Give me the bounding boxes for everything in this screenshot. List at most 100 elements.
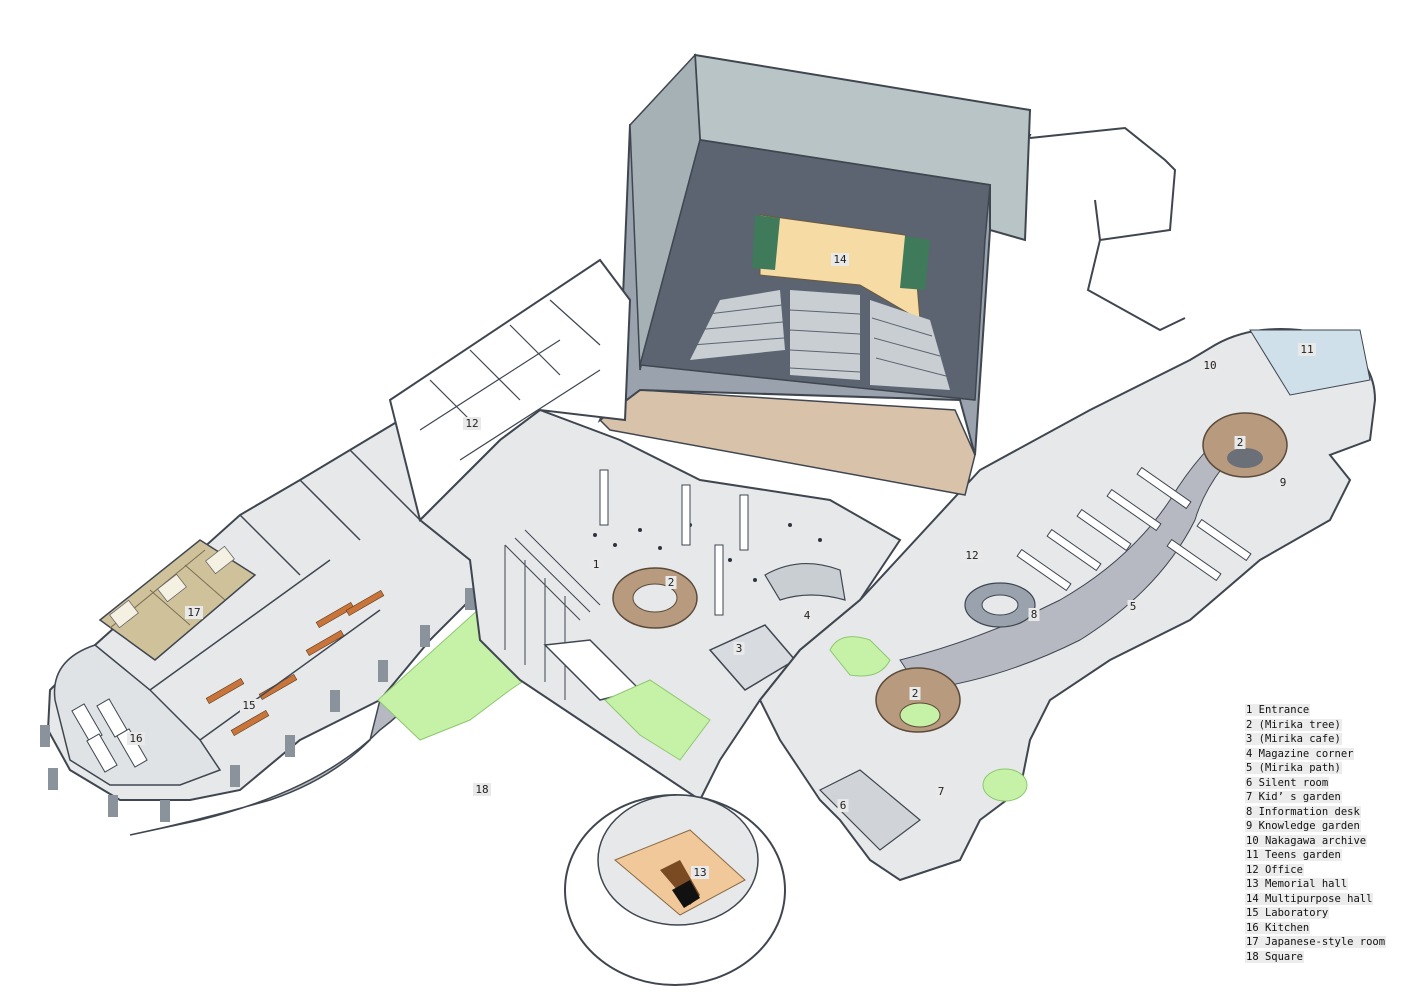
marker-bg (1298, 343, 1316, 356)
marker-14: 14 (831, 253, 849, 266)
marker-bg (463, 417, 481, 430)
marker-label: 15 (242, 699, 255, 712)
marker-bg (733, 642, 745, 655)
legend-item: 7 Kid’ s garden (1245, 790, 1386, 805)
marker-label: 11 (1300, 343, 1313, 356)
marker-label: 2 (912, 687, 919, 700)
legend-item: 3 (Mirika cafe) (1245, 732, 1386, 747)
legend-item-label: 12 Office (1245, 863, 1304, 876)
marker-1: 1 (590, 558, 602, 571)
legend-item-label: 9 Knowledge garden (1245, 820, 1361, 832)
legend-item-label: 7 Kid’ s garden (1245, 791, 1342, 803)
marker-18: 18 (473, 783, 491, 796)
marker-label: 4 (804, 609, 811, 622)
marker-16: 16 (127, 732, 145, 745)
legend: 1 Entrance 2 (Mirika tree) 3 (Mirika cafe)… (1245, 703, 1387, 965)
marker-4: 4 (801, 609, 813, 622)
marker-bg (240, 699, 258, 712)
legend-item: 4 Magazine corner (1245, 747, 1386, 762)
legend-item-label: 14 Multipurpose hall (1245, 892, 1374, 905)
marker-bg (691, 866, 709, 879)
marker-label: 2 (1237, 436, 1244, 449)
marker-2b: 2 (909, 687, 921, 700)
marker-6: 6 (837, 799, 849, 812)
marker-label: 9 (1280, 476, 1287, 489)
legend-item: 17 Japanese-style room (1245, 935, 1387, 950)
marker-5: 5 (1127, 600, 1139, 613)
multipurpose-hall (597, 53, 1032, 496)
legend-item: 12 Office (1245, 863, 1386, 878)
legend-item: 2 (Mirika tree) (1245, 718, 1386, 733)
marker-label: 7 (938, 785, 945, 798)
marker-bg (909, 687, 921, 700)
marker-bg (1127, 600, 1139, 613)
legend-item-label: 4 Magazine corner (1245, 747, 1355, 760)
marker-label: 17 (187, 606, 200, 619)
marker-label: 3 (736, 642, 743, 655)
legend-item: 9 Knowledge garden (1245, 819, 1386, 834)
legend-item-label: 1 Entrance (1245, 704, 1311, 716)
legend-item-label: 10 Nakagawa archive (1245, 834, 1368, 847)
central-lobby (418, 408, 902, 802)
marker-label: 8 (1031, 608, 1038, 621)
marker-label: 12 (965, 549, 978, 562)
marker-label: 18 (475, 783, 488, 796)
marker-bg (127, 732, 145, 745)
marker-label: 16 (129, 732, 142, 745)
marker-label: 12 (465, 417, 478, 430)
marker-7: 7 (935, 785, 947, 798)
marker-bg (1028, 608, 1040, 621)
marker-bg (590, 558, 602, 571)
marker-bg (185, 606, 203, 619)
marker-label: 10 (1203, 359, 1216, 372)
legend-item-label: 13 Memorial hall (1245, 878, 1349, 890)
marker-8: 8 (1028, 608, 1040, 621)
legend-item: 1 Entrance (1245, 703, 1386, 718)
marker-2a: 2 (665, 576, 677, 589)
marker-13: 13 (691, 866, 709, 879)
marker-12b: 12 (963, 549, 981, 562)
legend-item: 5 (Mirika path) (1245, 761, 1386, 776)
marker-label: 13 (693, 866, 706, 879)
legend-item: 15 Laboratory (1245, 906, 1386, 921)
marker-bg (1201, 359, 1219, 372)
marker-bg (1277, 476, 1289, 489)
marker-3: 3 (733, 642, 745, 655)
legend-item-label: 17 Japanese-style room (1245, 936, 1387, 948)
marker-10: 10 (1201, 359, 1219, 372)
marker-bg (665, 576, 677, 589)
legend-item: 13 Memorial hall (1245, 877, 1386, 892)
legend-item-label: 18 Square (1245, 950, 1304, 963)
library-wing (758, 328, 1377, 882)
left-wing (40, 418, 522, 822)
legend-item-label: 3 (Mirika cafe) (1245, 733, 1342, 745)
office-wing (388, 258, 632, 522)
marker-9: 9 (1277, 476, 1289, 489)
legend-item-label: 5 (Mirika path) (1245, 762, 1342, 774)
marker-bg (473, 783, 491, 796)
legend-item-label: 11 Teens garden (1245, 849, 1342, 861)
legend-item-label: 15 Laboratory (1245, 907, 1330, 919)
legend-item-label: 16 Kitchen (1245, 921, 1311, 934)
service-wing-outline (1029, 126, 1186, 332)
legend-item: 11 Teens garden (1245, 848, 1386, 863)
marker-bg (1234, 436, 1246, 449)
marker-bg (963, 549, 981, 562)
legend-item: 18 Square (1245, 950, 1386, 965)
legend-item: 8 Information desk (1245, 805, 1386, 820)
marker-15: 15 (240, 699, 258, 712)
memorial-hall (564, 794, 786, 986)
legend-item: 14 Multipurpose hall (1245, 892, 1386, 907)
legend-item: 6 Silent room (1245, 776, 1386, 791)
marker-bg (935, 785, 947, 798)
legend-item-label: 2 (Mirika tree) (1245, 718, 1342, 731)
marker-label: 5 (1130, 600, 1137, 613)
marker-label: 2 (668, 576, 675, 589)
marker-bg (801, 609, 813, 622)
marker-bg (831, 253, 849, 266)
legend-item: 16 Kitchen (1245, 921, 1386, 936)
legend-item-label: 6 Silent room (1245, 776, 1330, 789)
marker-2c: 2 (1234, 436, 1246, 449)
